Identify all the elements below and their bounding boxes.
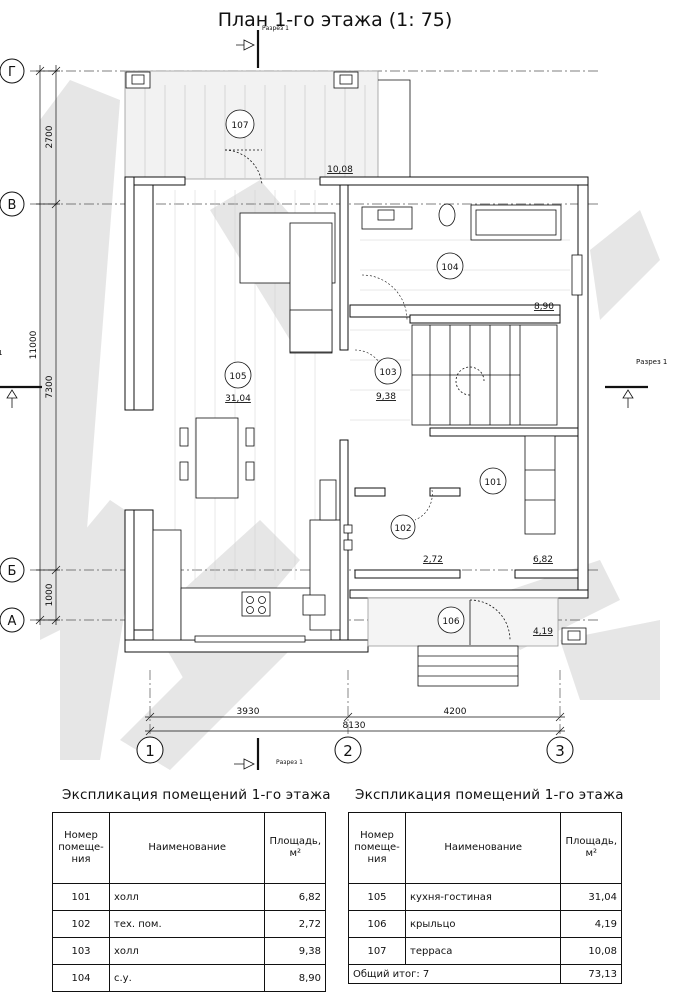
staircase	[411, 324, 558, 535]
table-row: 101 холл 6,82	[52, 883, 326, 911]
table-row: 105 кухня-гостиная 31,04	[348, 883, 622, 911]
dim-7300: 7300	[45, 375, 55, 398]
section-label-left: 1	[0, 349, 2, 357]
row-number: 101	[52, 883, 110, 911]
furniture	[152, 212, 353, 643]
row-name: холл	[108, 937, 266, 965]
header-name: Наименование	[108, 812, 266, 884]
axis-number-1: 1	[145, 742, 155, 760]
row-name: кухня-гостиная	[404, 883, 562, 911]
row-number: 106	[348, 910, 406, 938]
axis-number-2: 2	[343, 742, 353, 760]
room-107-number: 107	[231, 121, 248, 131]
porch	[367, 597, 587, 687]
dimension-lines-bottom	[145, 712, 565, 736]
plan-title: План 1-го этажа (1: 75)	[218, 9, 453, 31]
room-107-area: 10,08	[327, 165, 353, 175]
axis-number-bubbles: 1 2 3	[136, 736, 574, 764]
row-name: холл	[108, 883, 266, 911]
table-row: 103 холл 9,38	[52, 937, 326, 965]
room-104-number: 104	[441, 263, 458, 273]
table-row: 102 тех. пом. 2,72	[52, 910, 326, 938]
axis-number-3: 3	[555, 742, 565, 760]
room-105-area: 31,04	[225, 394, 251, 404]
table-1-title: Экспликация помещений 1-го этажа	[62, 787, 331, 803]
room-labels: 107 10,08 104 8,90 105 31,04 103 9,38 10…	[224, 109, 554, 637]
room-102-number: 102	[394, 524, 411, 534]
room-106-area: 4,19	[533, 627, 553, 637]
dim-11000: 11000	[29, 330, 39, 359]
axis-letter-b: Б	[8, 564, 17, 579]
room-101-number: 101	[484, 478, 501, 488]
floor-pattern	[174, 190, 570, 580]
row-name: с.у.	[108, 964, 266, 992]
door-swings	[354, 274, 433, 521]
table-2-title: Экспликация помещений 1-го этажа	[355, 787, 624, 803]
bathroom-fixtures	[361, 203, 583, 296]
room-104-area: 8,90	[534, 302, 554, 312]
row-area: 6,82	[264, 883, 326, 911]
axis-letter-g: Г	[8, 65, 16, 80]
row-area: 31,04	[560, 883, 622, 911]
row-name: крыльцо	[404, 910, 562, 938]
dim-2700: 2700	[45, 125, 55, 148]
header-area: Площадь, м²	[264, 812, 326, 884]
axis-letter-a: А	[8, 614, 17, 629]
row-number: 103	[52, 937, 110, 965]
row-number: 102	[52, 910, 110, 938]
header-number: Номер помеще-ния	[52, 812, 110, 884]
section-markers	[0, 30, 648, 770]
room-101-area: 6,82	[533, 555, 553, 565]
section-label-top: Разрез 1	[262, 25, 289, 32]
row-number: 107	[348, 937, 406, 965]
row-name: тех. пом.	[108, 910, 266, 938]
dim-8130: 8130	[343, 721, 366, 731]
room-105-number: 105	[229, 372, 246, 382]
table-total-row: Общий итог: 7 73,13	[347, 964, 622, 984]
room-103-number: 103	[379, 368, 396, 378]
axis-letter-bubbles: Г В Б А	[0, 58, 25, 633]
row-number: 105	[348, 883, 406, 911]
axis-letter-v: В	[8, 198, 17, 213]
room-schedule-table-2: Номер помеще-ния Наименование Площадь, м…	[347, 812, 622, 984]
room-106-number: 106	[442, 617, 459, 627]
room-schedule-table-1: Номер помеще-ния Наименование Площадь, м…	[52, 812, 326, 992]
row-name: терраса	[404, 937, 562, 965]
row-area: 9,38	[264, 937, 326, 965]
table-row: 106 крыльцо 4,19	[348, 910, 622, 938]
room-103-area: 9,38	[376, 392, 396, 402]
table-row: 107 терраса 10,08	[348, 937, 622, 965]
dimension-lines-left	[35, 65, 61, 625]
row-area: 8,90	[264, 964, 326, 992]
row-number: 104	[52, 964, 110, 992]
dim-3930: 3930	[237, 707, 260, 717]
header-name: Наименование	[404, 812, 562, 884]
row-area: 2,72	[264, 910, 326, 938]
section-label-right: Разрез 1	[636, 358, 667, 366]
row-area: 4,19	[560, 910, 622, 938]
dim-4200: 4200	[444, 707, 467, 717]
section-label-bottom: Разрез 1	[276, 759, 303, 766]
header-number: Номер помеще-ния	[348, 812, 406, 884]
terrace	[124, 70, 411, 186]
room-102-area: 2,72	[423, 555, 443, 565]
table-row: 104 с.у. 8,90	[52, 964, 326, 992]
total-label: Общий итог: 7	[347, 964, 562, 984]
total-area: 73,13	[560, 964, 622, 984]
dim-1000: 1000	[45, 583, 55, 606]
header-area: Площадь, м²	[560, 812, 622, 884]
floor-plan-drawing: План 1-го этажа (1: 75) Разрез 1 Г В Б А…	[0, 9, 667, 770]
row-area: 10,08	[560, 937, 622, 965]
